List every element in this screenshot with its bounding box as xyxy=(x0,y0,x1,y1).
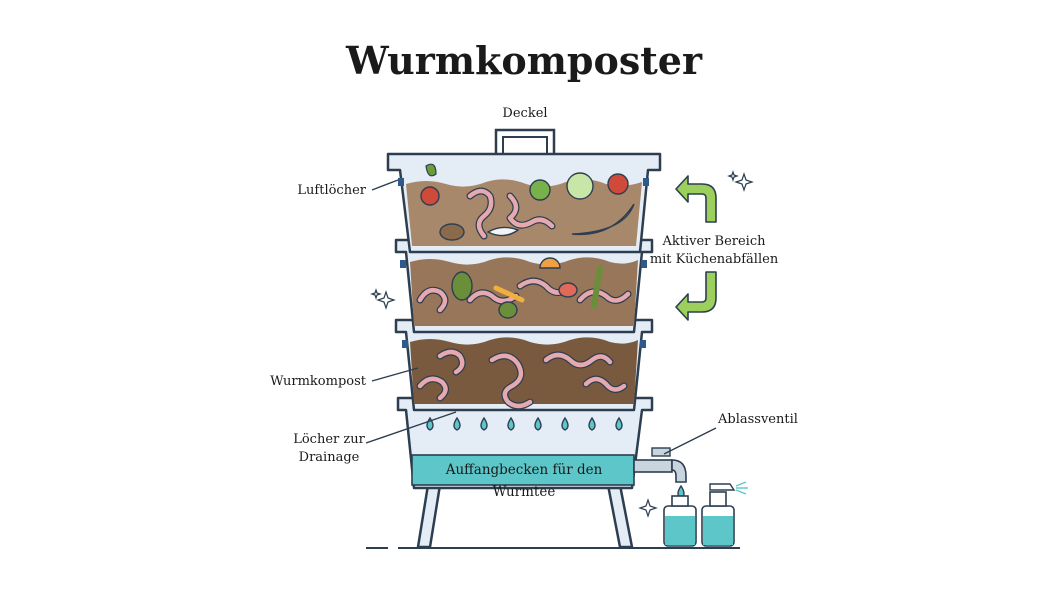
sparkle-icons xyxy=(370,170,754,518)
label-leader-lines xyxy=(365,179,717,455)
air-holes xyxy=(398,178,649,348)
composter-legs xyxy=(366,483,740,549)
collection-tier xyxy=(396,396,654,490)
label-drain-valve: Ablassventil xyxy=(718,412,798,427)
label-lid: Deckel xyxy=(502,106,548,121)
collection-basin xyxy=(411,454,635,486)
tier-active-top xyxy=(386,152,662,254)
tier-worm-compost xyxy=(394,318,654,412)
tea-bottles xyxy=(663,481,748,547)
water-drops xyxy=(426,416,623,431)
active-zone-arrows xyxy=(675,175,717,321)
label-drain-line2: Drainage xyxy=(298,450,360,465)
label-drain-line1: Löcher zur xyxy=(293,432,365,447)
label-worm-compost: Wurmkompost xyxy=(270,374,366,389)
label-air-holes: Luftlöcher xyxy=(297,183,366,198)
label-active-zone-line1: Aktiver Bereich xyxy=(662,234,766,249)
label-active-zone-line2: mit Küchenabfällen xyxy=(649,252,779,267)
diagram-title: Wurmkomposter xyxy=(346,38,702,83)
drain-valve-tap xyxy=(633,447,687,499)
tier-active-middle xyxy=(394,238,654,334)
label-collection-basin: Auffangbecken für den Wurmtee xyxy=(445,462,603,500)
lid-handle xyxy=(494,128,556,154)
